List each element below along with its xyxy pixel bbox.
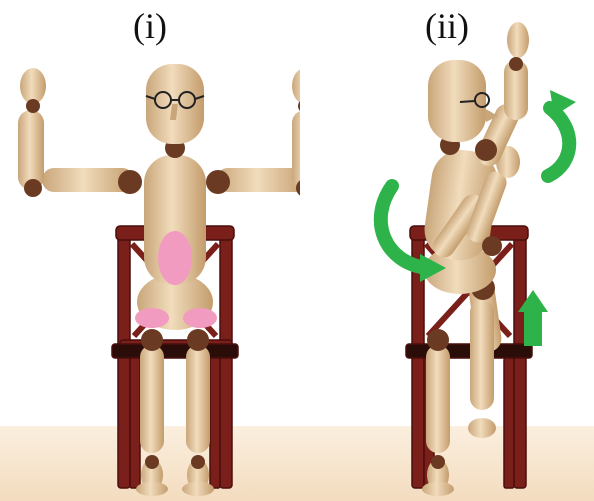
figure-seated-arms-raised <box>0 0 300 501</box>
panel-ii: (ii) <box>300 0 594 501</box>
panel-i: (i) <box>0 0 300 501</box>
abdomen-highlight <box>158 231 192 285</box>
hip-highlight-right <box>183 308 217 328</box>
hip-highlight-left <box>135 308 169 328</box>
figure-seated-twist <box>300 0 594 501</box>
raised-leg <box>468 280 503 438</box>
rotation-arrow-right <box>548 108 569 176</box>
head <box>428 60 486 142</box>
curved-arrow-icon <box>548 90 576 176</box>
